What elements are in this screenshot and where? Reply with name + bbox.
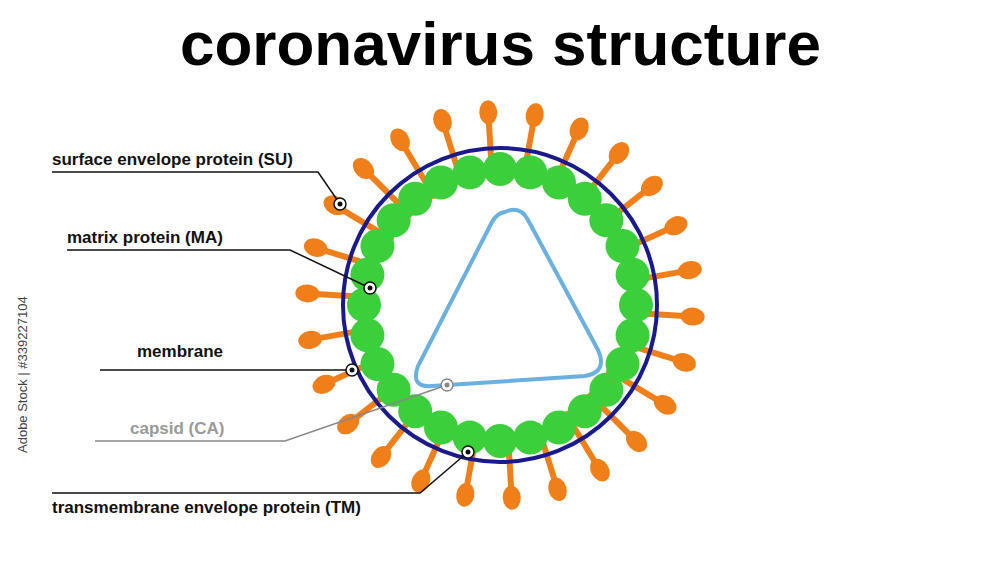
matrix-ball xyxy=(513,421,547,455)
spike-head xyxy=(367,442,396,472)
spike-head xyxy=(586,455,614,485)
spike-head xyxy=(650,391,680,419)
part-label: membrane xyxy=(135,342,225,362)
part-label: matrix protein (MA) xyxy=(65,228,225,248)
spike-head xyxy=(604,138,633,168)
spike-head xyxy=(566,114,592,143)
leader-dots xyxy=(334,198,474,458)
spike-head xyxy=(545,475,569,503)
watermark: Adobe Stock | #339227104 xyxy=(15,294,30,455)
matrix-ball xyxy=(483,152,517,186)
spike-head xyxy=(637,171,667,200)
spike-head xyxy=(386,125,414,155)
spike-head xyxy=(297,329,324,351)
spike-head xyxy=(670,350,698,374)
membrane-circle xyxy=(343,148,657,462)
spike-head xyxy=(454,481,476,508)
spike-head xyxy=(680,307,705,326)
matrix-ball xyxy=(350,318,384,352)
diagram-title: coronavirus structure xyxy=(180,8,821,79)
spike-head xyxy=(349,154,379,184)
matrix-ball xyxy=(619,288,653,322)
matrix-ball xyxy=(483,424,517,458)
spike-head xyxy=(309,371,338,397)
spike-head xyxy=(502,485,521,510)
spike-head xyxy=(408,466,434,495)
spike-head xyxy=(524,102,546,129)
capsid-outline xyxy=(416,210,601,386)
spike-head xyxy=(622,427,652,457)
spike-head xyxy=(676,259,703,281)
leader-lines xyxy=(52,172,468,493)
spike-head xyxy=(479,100,498,125)
matrix-proteins xyxy=(347,152,653,458)
matrix-ball xyxy=(616,258,650,292)
part-label: transmembrane envelope protein (TM) xyxy=(50,498,363,518)
part-label: surface envelope protein (SU) xyxy=(50,150,295,170)
spike-head xyxy=(295,284,320,303)
matrix-ball xyxy=(453,155,487,189)
part-label: capsid (CA) xyxy=(128,419,226,439)
spike-head xyxy=(661,213,690,239)
matrix-ball xyxy=(347,288,381,322)
spike-proteins xyxy=(295,100,705,510)
spike-head xyxy=(333,410,363,439)
spike-head xyxy=(302,235,330,259)
spike-head xyxy=(430,107,454,135)
